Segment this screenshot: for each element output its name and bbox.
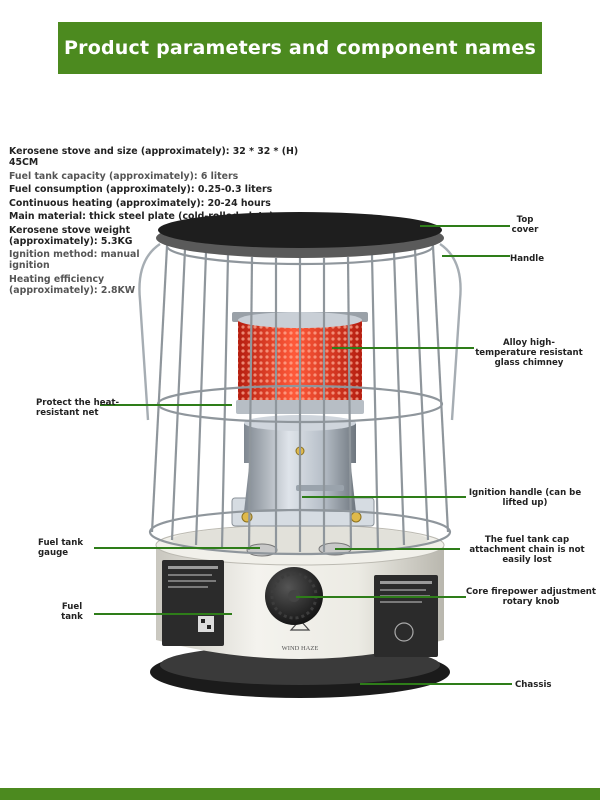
- left-info-plate: [162, 560, 224, 646]
- label-ignition-handle: Ignition handle (can be lifted up): [468, 488, 582, 508]
- brand-mark: WIND HAZE: [282, 645, 319, 652]
- label-fuel-tank: Fuel tank: [61, 602, 83, 622]
- spec-list: Kerosene stove and size (approximately):…: [9, 146, 309, 298]
- page-title-banner: Product parameters and component names: [58, 22, 542, 74]
- heat-resistant-net: [148, 226, 452, 556]
- label-handle: Handle: [510, 254, 545, 264]
- spec-material: Main material: thick steel plate (cold-r…: [9, 211, 274, 222]
- label-top-cover: Top cover: [511, 215, 539, 235]
- spec-fuel-consumption: Fuel consumption (approximately): 0.25-0…: [9, 184, 273, 195]
- handle-shape: [138, 243, 161, 421]
- label-chimney: Alloy high-temperature resistant glass c…: [475, 338, 583, 368]
- label-heat-net: Protect the heat-resistant net: [36, 398, 120, 418]
- page-title: Product parameters and component names: [64, 37, 536, 59]
- label-knob: Core firepower adjustment rotary knob: [466, 587, 597, 607]
- spec-size: Kerosene stove and size (approximately):…: [9, 146, 299, 168]
- top-cover-shape: [156, 212, 444, 258]
- footer-bar: [0, 788, 600, 800]
- right-info-plate: [374, 575, 438, 657]
- brand-logo-icon: [289, 619, 311, 631]
- spec-ignition: Ignition method: manual ignition: [9, 249, 140, 271]
- ignition-lever-shape: [296, 485, 344, 491]
- spec-efficiency: Heating efficiency (approximately): 2.8K…: [9, 273, 136, 296]
- leader-lines: [94, 225, 512, 685]
- label-fuel-gauge: Fuel tank gauge: [38, 538, 84, 558]
- label-chassis: Chassis: [515, 680, 552, 690]
- spec-weight: Kerosene stove weight (approximately): 5…: [9, 224, 133, 247]
- spec-heating-duration: Continuous heating (approximately): 20-2…: [9, 197, 271, 209]
- label-cap-chain: The fuel tank cap attachment chain is no…: [469, 535, 585, 565]
- spec-tank-capacity: Fuel tank capacity (approximately): 6 li…: [9, 170, 239, 182]
- qr-code-icon: [198, 616, 214, 632]
